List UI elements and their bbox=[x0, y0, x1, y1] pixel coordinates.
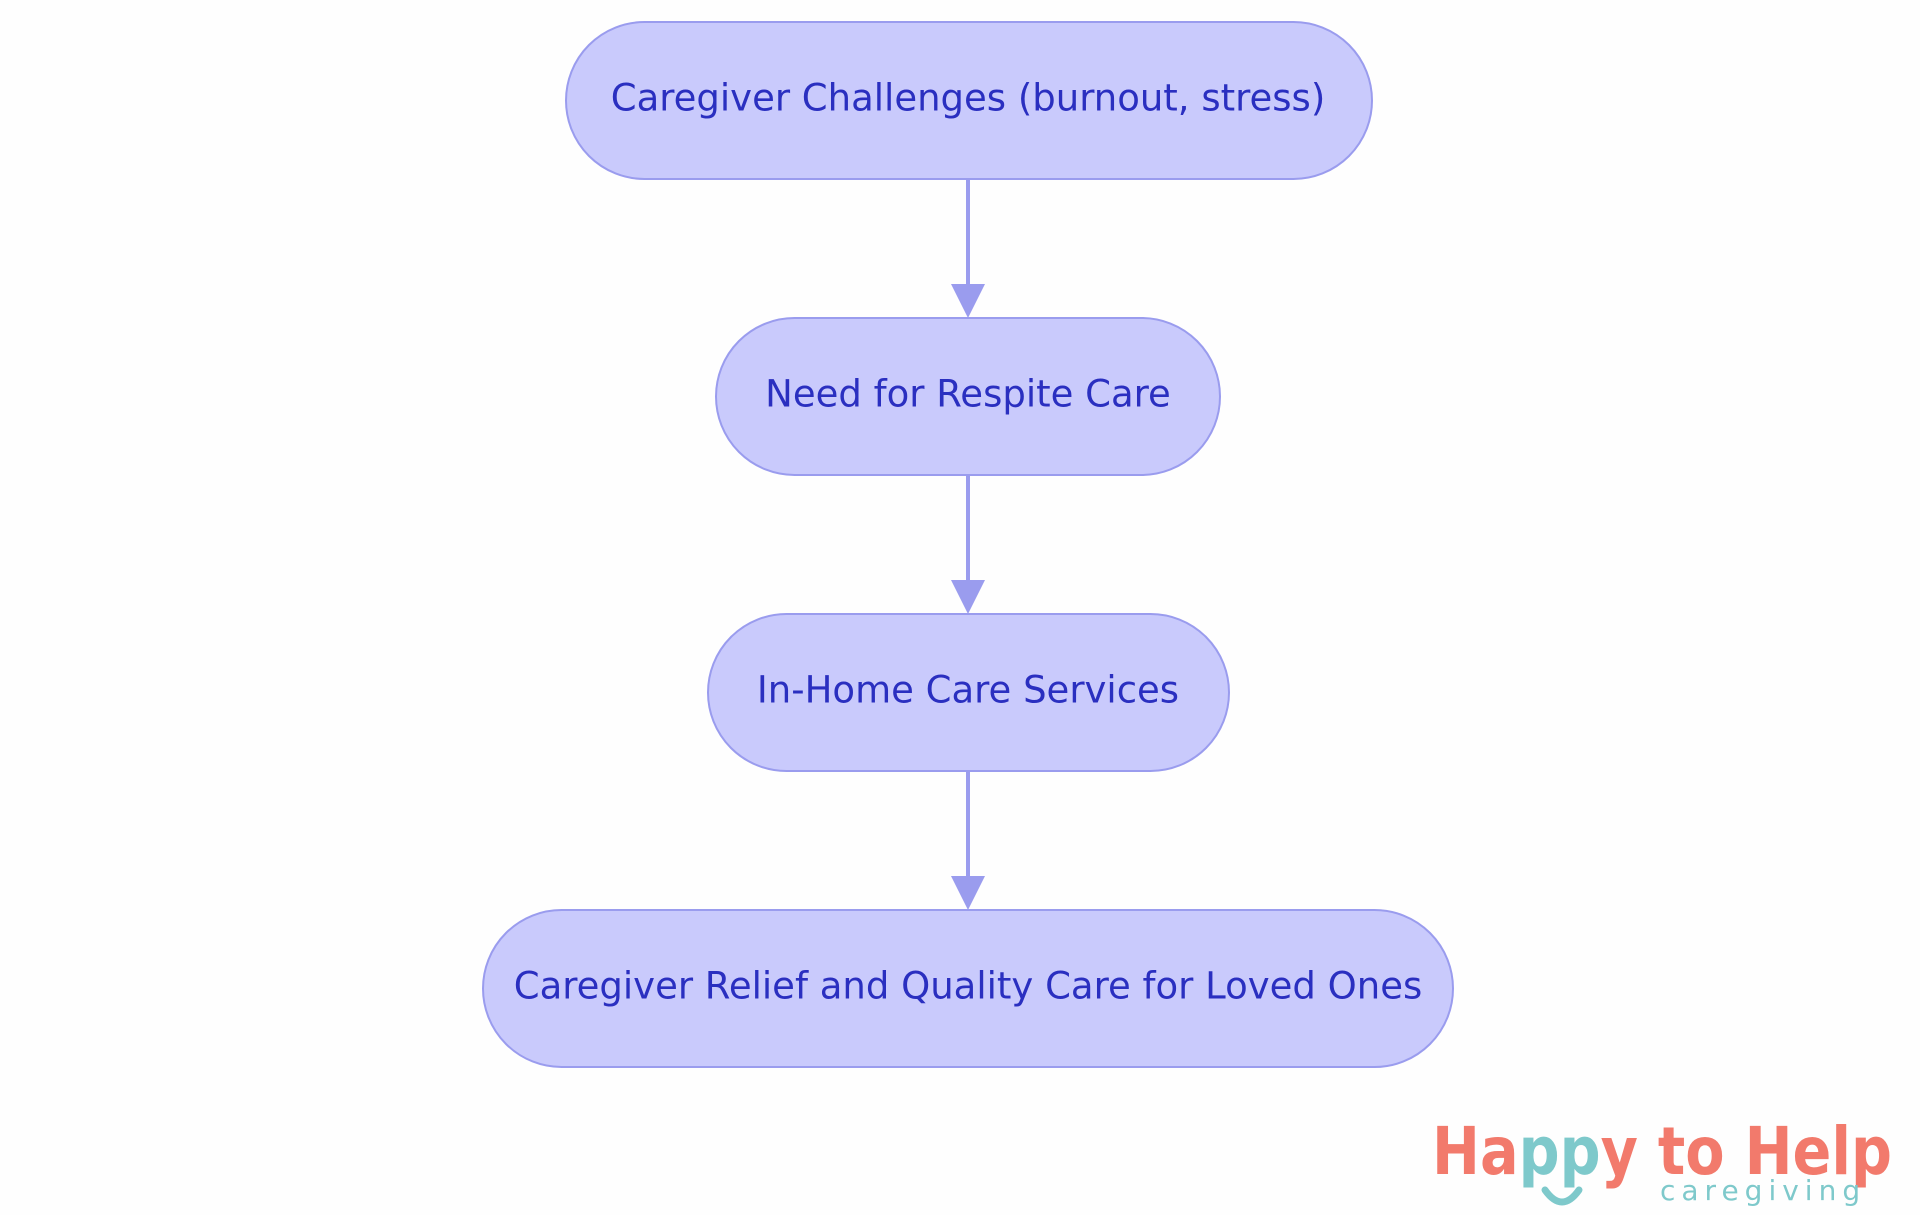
logo-subtitle: caregiving bbox=[1660, 1174, 1866, 1207]
smile-icon bbox=[1541, 1186, 1583, 1206]
edge-3 bbox=[951, 772, 985, 910]
node-in-home-care: In-Home Care Services bbox=[707, 613, 1230, 772]
node-label: Need for Respite Care bbox=[765, 373, 1171, 416]
logo-text-part2: pp bbox=[1519, 1113, 1601, 1190]
node-label: Caregiver Relief and Quality Care for Lo… bbox=[514, 965, 1423, 1008]
edge-2 bbox=[951, 476, 985, 614]
node-caregiver-relief: Caregiver Relief and Quality Care for Lo… bbox=[482, 909, 1454, 1068]
edge-1 bbox=[951, 180, 985, 318]
node-caregiver-challenges: Caregiver Challenges (burnout, stress) bbox=[565, 21, 1373, 180]
logo-text-part3: y to Help bbox=[1601, 1113, 1892, 1190]
node-label: Caregiver Challenges (burnout, stress) bbox=[611, 77, 1326, 120]
brand-logo: Happy to Help caregiving bbox=[1432, 1113, 1892, 1207]
node-label: In-Home Care Services bbox=[757, 669, 1179, 712]
logo-text-part1: Ha bbox=[1432, 1113, 1519, 1190]
svg-text:Happy to Help: Happy to Help bbox=[1432, 1113, 1892, 1190]
node-need-respite-care: Need for Respite Care bbox=[715, 317, 1221, 476]
